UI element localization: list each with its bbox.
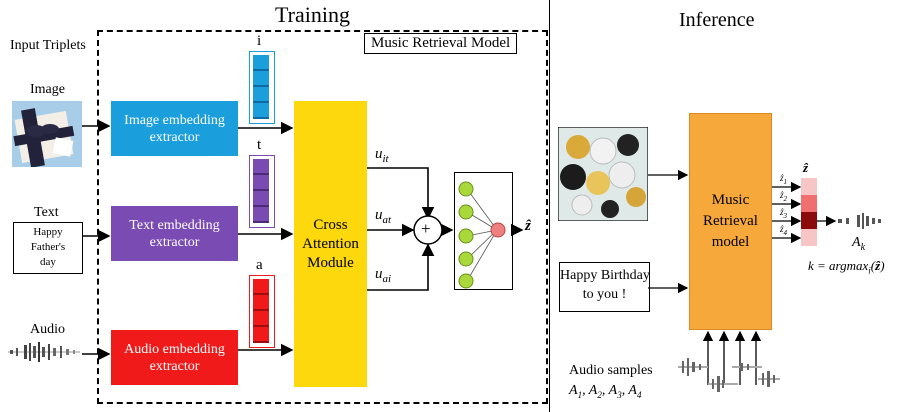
mlp-node [458,204,474,220]
sample-sub: 3 [617,389,622,400]
training-title: Training [275,2,350,27]
sample-sub: 4 [637,389,642,400]
score-cell [801,178,817,195]
text-input-label: Text [34,205,59,220]
training-output-label: ẑ [525,218,531,234]
inference-title: Inference [679,9,755,31]
score-label-sub: 2 [783,194,788,203]
mlp-node [458,273,474,289]
feature-label-sub: at [382,214,392,226]
music-retrieval-model-box: Music Retrieval model [689,113,772,330]
score-vector-label: ẑ [803,160,809,175]
sum-symbol: + [421,219,431,238]
gift-image [12,101,82,167]
audio-samples-label: Audio samples [569,363,653,378]
text-sample-line: Father's [30,241,66,253]
argmax-z: ẑ [875,258,881,273]
score-label-z4: ẑ4 [780,224,788,237]
sample-sub: 1 [577,389,583,400]
argmax-formula: k = argmaxi(ẑ) [808,258,885,276]
feature-label-u-it: uit [375,146,389,165]
score-label-sub: 4 [783,228,788,237]
sample-waveform-icons [678,358,780,392]
cross-attention-module: Cross Attention Module [294,101,367,387]
score-label-z2: ẑ2 [780,190,788,203]
image-input-label: Image [30,82,65,97]
text-extractor-box: Text embedding extractor [111,206,238,261]
selected-audio-waveform-icon [838,213,881,229]
audio-embedding-vector [249,275,275,348]
score-label-sub: 1 [783,177,788,186]
selected-audio-sub: k [860,241,866,253]
text-sample-line: day [40,256,56,268]
model-box-label: Music Retrieval Model [364,33,518,54]
mlp-output-node [490,222,506,238]
audio-embedding-label: a [256,257,263,273]
mlp-node [458,181,474,197]
audio-input-label: Audio [30,322,65,337]
text-sample-line: Happy [33,226,63,238]
image-embedding-label: i [257,33,262,49]
inference-text-line: to you ! [582,287,627,302]
score-cell [801,212,817,229]
mlp-node [458,251,474,267]
selected-audio-label: Ak [852,235,866,253]
section-divider [549,0,550,412]
audio-extractor-box: Audio embedding extractor [111,330,238,385]
text-embedding-label: t [257,137,262,153]
score-label-sub: 3 [783,211,788,220]
audio-samples-list: A1, A2, A3, A4 [569,383,642,400]
inference-text-line: Happy Birthday [560,268,650,283]
feature-label-u-at: uat [375,207,392,226]
balloons-image [558,127,648,221]
input-triplets-label: Input Triplets [10,38,86,53]
argmax-sub: i [868,265,871,276]
score-cell [801,229,817,246]
image-embedding-vector [249,51,275,124]
text-sample-box: Happy Father's day [13,222,83,274]
feature-label-sub: ai [382,273,392,285]
model-boundary [97,30,548,404]
audio-waveform-icon [8,342,80,362]
mlp-node [458,228,474,244]
score-label-z3: ẑ3 [780,207,788,220]
inference-text-input-box: Happy Birthday to you ! [559,262,650,312]
feature-label-sub: it [382,153,389,165]
sample-sub: 2 [597,389,602,400]
image-extractor-box: Image embedding extractor [111,101,238,156]
feature-label-u-ai: uai [375,266,392,285]
text-embedding-vector [249,155,275,228]
score-cell [801,195,817,212]
sum-node [413,215,443,245]
score-label-z1: ẑ1 [780,173,788,186]
